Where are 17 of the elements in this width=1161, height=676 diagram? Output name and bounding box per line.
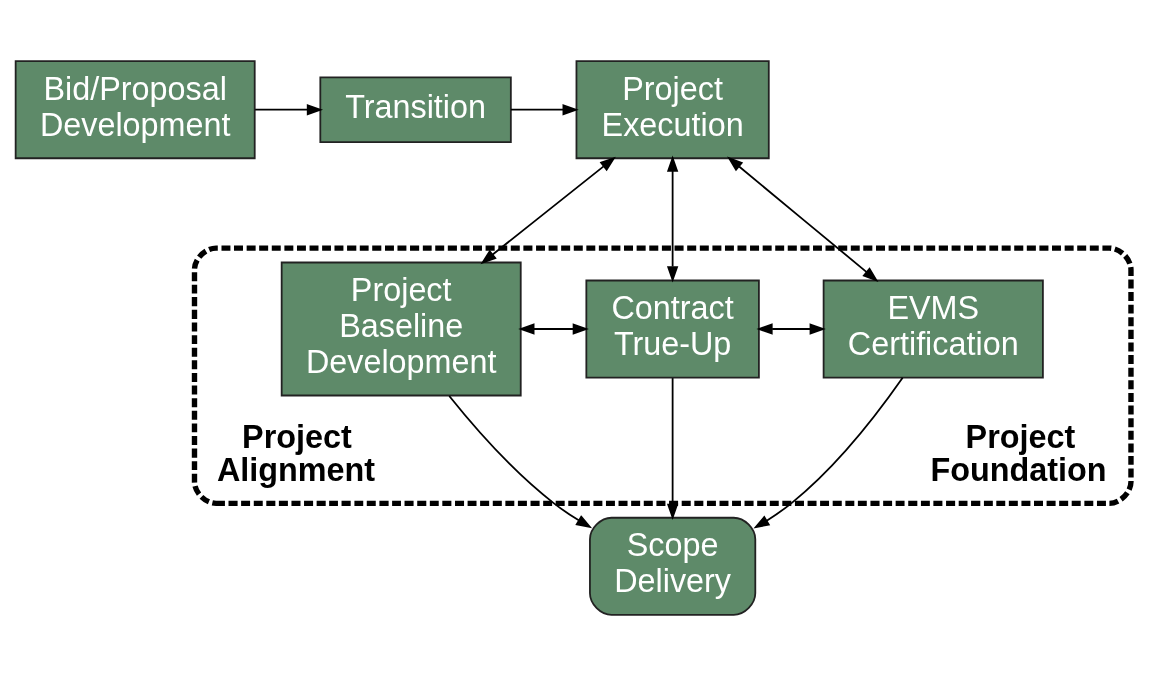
arrow [254, 104, 324, 116]
arrow [756, 323, 826, 335]
node-box: Transition [319, 76, 512, 143]
arrow [666, 155, 679, 283]
arrow [666, 377, 679, 520]
arrow [753, 376, 904, 529]
node-box: Scope Delivery [589, 516, 757, 616]
arrow [518, 323, 589, 335]
arrow [480, 156, 616, 265]
node-box: Contract True-Up [585, 279, 760, 379]
node-box: Bid/Proposal Development [14, 60, 256, 160]
node-box: EVMS Certification [822, 279, 1044, 379]
node-box: Project Execution [575, 60, 770, 160]
arrow [448, 395, 593, 529]
arrow [727, 156, 879, 282]
arrow [510, 104, 579, 116]
node-box: Project Baseline Development [280, 261, 522, 397]
